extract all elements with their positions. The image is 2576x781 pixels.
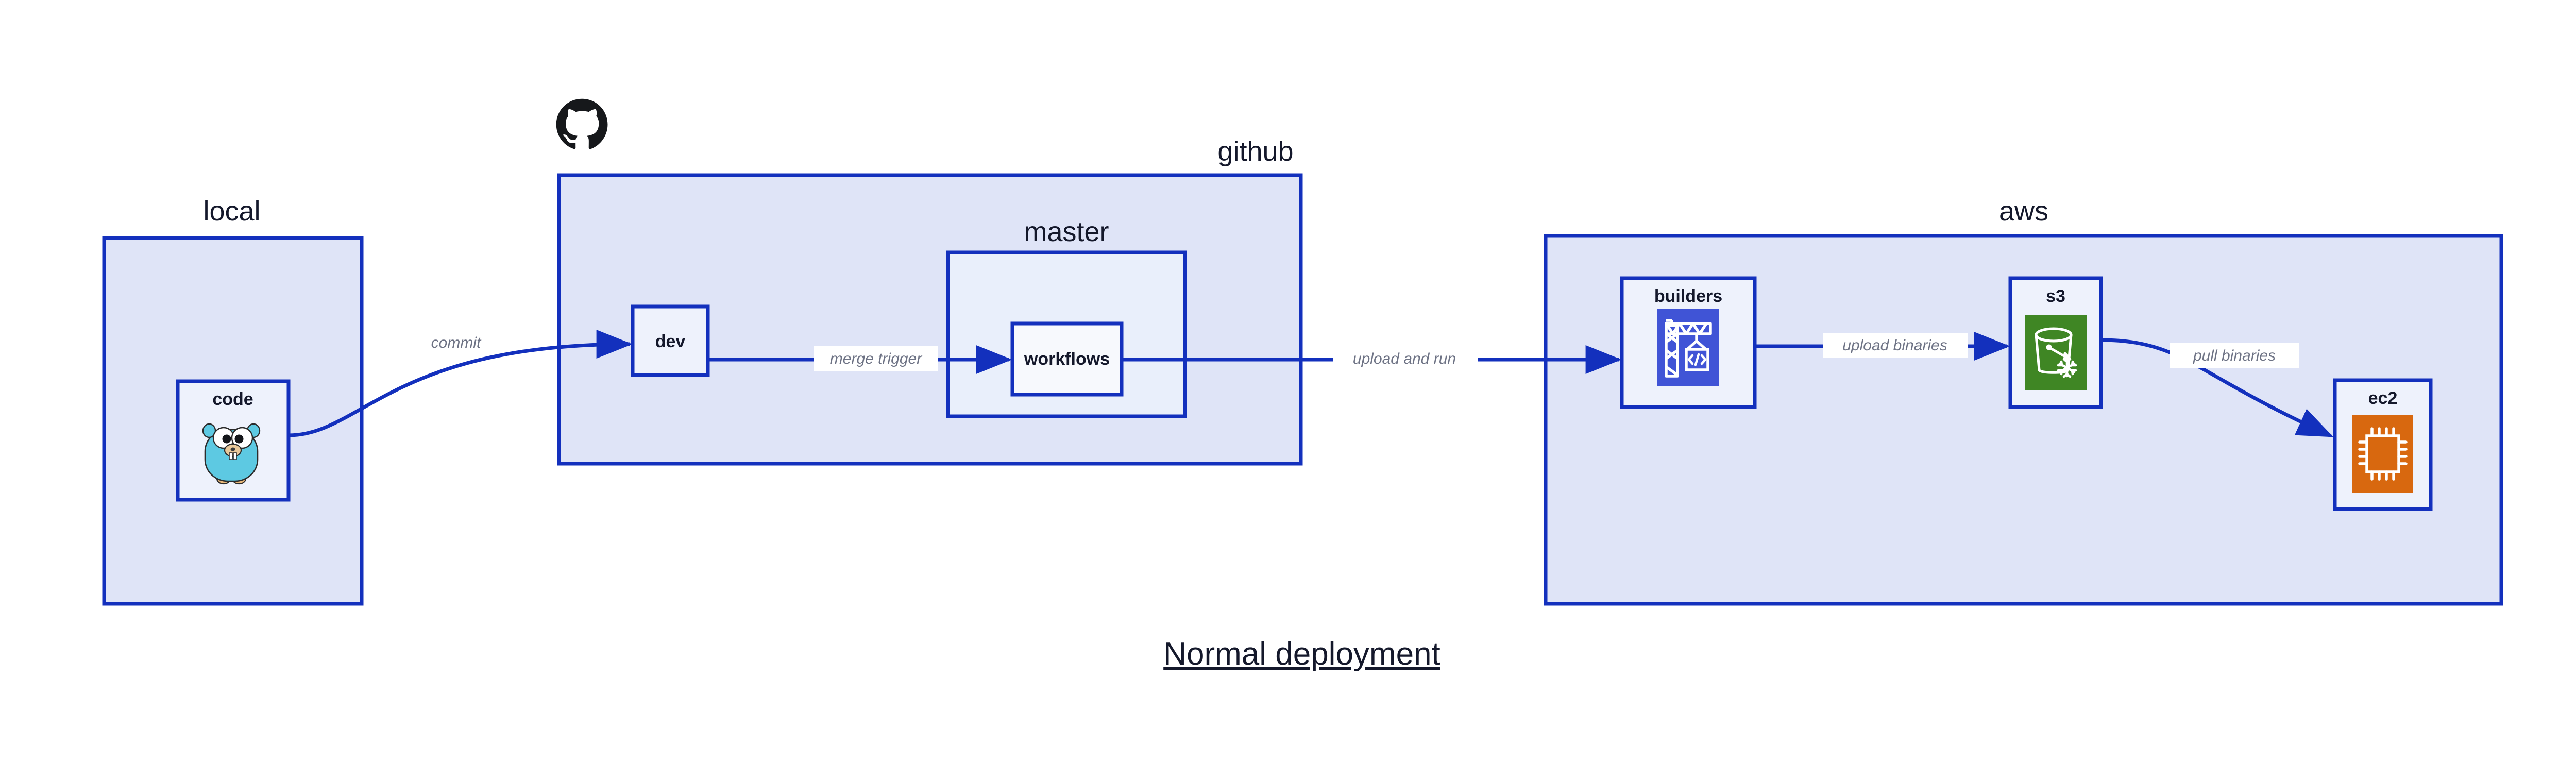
edge-commit: commit [288,330,633,437]
aws-s3-glacier-icon [2025,315,2087,390]
node-workflows-label: workflows [1024,349,1110,369]
node-code[interactable]: code [176,379,291,502]
node-builders-label: builders [1654,286,1722,306]
edge-pull-binaries-label: pull binaries [2193,347,2276,364]
edge-upload-binaries-label-bg [1823,333,1968,358]
node-s3[interactable]: s3 [2008,276,2103,409]
edge-upload-and-run: upload and run [1122,345,1622,374]
node-code-label: code [212,389,253,409]
node-dev-rect[interactable] [631,304,710,377]
edge-upload-and-run-label: upload and run [1353,350,1456,367]
edge-merge-trigger-label-bg [814,346,938,371]
edge-commit-line [288,330,633,437]
node-builders[interactable]: builders [1620,276,1757,409]
edge-commit-label: commit [431,334,482,351]
zone-github: github master workflows dev [556,98,1303,466]
diagram-title: Normal deployment [1163,636,1440,672]
zone-aws: aws builders s3 ec2 [1544,196,2503,606]
zone-local: local code [102,196,364,606]
edge-upload-binaries: upload binaries [1755,332,2010,361]
edge-commit-label-bg [415,330,497,353]
edge-merge-trigger-label: merge trigger [830,350,922,367]
github-octocat-icon [556,98,608,149]
node-dev-label: dev [655,332,686,351]
node-workflows-rect[interactable] [1010,321,1124,397]
node-workflows[interactable]: workflows [1010,321,1124,397]
edge-upload-and-run-label-bg [1333,346,1478,371]
zone-aws-label: aws [1999,196,2048,227]
zone-github-label: github [1217,136,1293,167]
aws-ec2-chip-icon [2352,415,2413,493]
node-dev[interactable]: dev [631,304,710,377]
zone-local-label: local [203,196,260,227]
edge-merge-trigger: merge trigger [708,345,1012,374]
edge-pull-binaries-line [2100,338,2334,438]
edge-pull-binaries: pull binaries [2100,338,2334,438]
node-ec2[interactable]: ec2 [2333,378,2433,511]
aws-codebuild-icon [1657,309,1719,386]
node-s3-label: s3 [2046,286,2065,306]
edge-upload-binaries-label: upload binaries [1842,337,1947,354]
zone-master-label: master [1024,216,1109,247]
edge-pull-binaries-label-bg [2170,343,2299,368]
node-ec2-label: ec2 [2368,388,2398,408]
zone-master: master workflows [946,216,1187,418]
go-gopher-icon [202,423,261,485]
